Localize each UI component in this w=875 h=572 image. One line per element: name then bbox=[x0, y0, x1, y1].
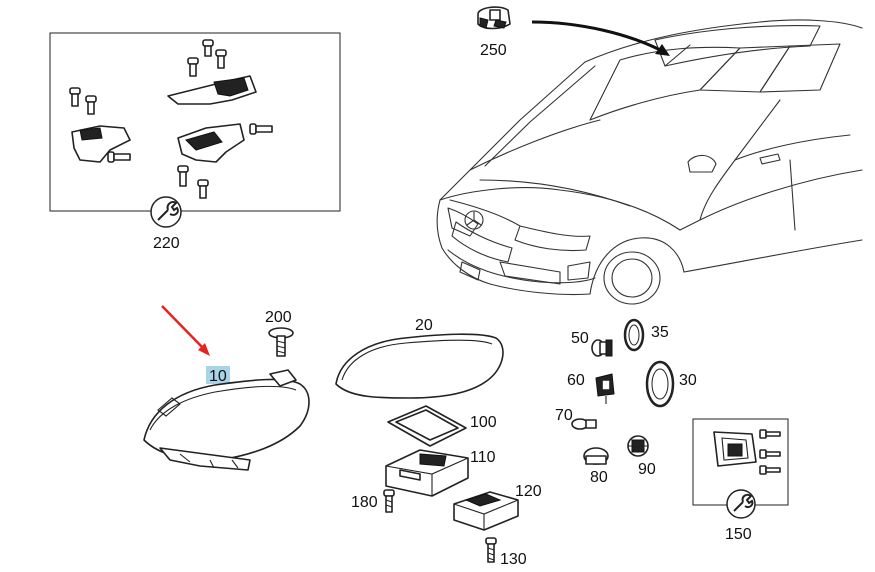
callout-250[interactable]: 250 bbox=[480, 42, 507, 59]
callout-70[interactable]: 70 bbox=[555, 407, 573, 424]
part-30-cap[interactable] bbox=[645, 360, 675, 408]
callout-90[interactable]: 90 bbox=[638, 461, 656, 478]
part-90-bulb-socket[interactable] bbox=[627, 435, 649, 457]
part-20-lens[interactable] bbox=[335, 333, 504, 399]
part-10-headlamp[interactable] bbox=[143, 369, 310, 471]
callout-130[interactable]: 130 bbox=[500, 551, 527, 568]
callout-30[interactable]: 30 bbox=[679, 372, 697, 389]
wrench-icon bbox=[150, 196, 182, 228]
wrench-icon bbox=[726, 489, 756, 519]
part-80-bulb[interactable] bbox=[583, 447, 609, 465]
roof-arrow bbox=[531, 20, 670, 56]
part-130-screw[interactable] bbox=[485, 537, 497, 563]
callout-110[interactable]: 110 bbox=[470, 449, 496, 466]
callout-80[interactable]: 80 bbox=[590, 469, 608, 486]
callout-220[interactable]: 220 bbox=[153, 235, 180, 252]
callout-100[interactable]: 100 bbox=[470, 414, 497, 431]
callout-120[interactable]: 120 bbox=[515, 483, 542, 500]
car-illustration bbox=[436, 19, 863, 305]
kit-220-parts bbox=[69, 39, 273, 199]
part-70-bulb[interactable] bbox=[571, 418, 597, 430]
red-arrow-icon bbox=[161, 305, 210, 356]
highlight-10 bbox=[206, 366, 230, 384]
part-120-ballast[interactable] bbox=[453, 491, 519, 531]
part-180-screw[interactable] bbox=[383, 489, 395, 513]
part-100-gasket[interactable] bbox=[387, 405, 467, 447]
callout-35[interactable]: 35 bbox=[651, 324, 669, 341]
kit-box-220 bbox=[49, 32, 341, 212]
part-35-cap[interactable] bbox=[623, 318, 645, 352]
part-200-screw[interactable] bbox=[268, 327, 294, 357]
part-110-control-unit[interactable] bbox=[385, 449, 469, 497]
callout-180[interactable]: 180 bbox=[351, 494, 378, 511]
callout-20[interactable]: 20 bbox=[415, 317, 433, 334]
callout-60[interactable]: 60 bbox=[567, 372, 585, 389]
callout-200[interactable]: 200 bbox=[265, 309, 292, 326]
callout-50[interactable]: 50 bbox=[571, 330, 589, 347]
part-60-bulb-socket[interactable] bbox=[595, 373, 615, 404]
kit-150-parts bbox=[713, 429, 781, 475]
callout-10[interactable]: 10 bbox=[209, 368, 227, 385]
part-50-bulb[interactable] bbox=[591, 339, 613, 357]
part-250-roof-lamp[interactable] bbox=[477, 6, 511, 30]
callout-150[interactable]: 150 bbox=[725, 526, 752, 543]
